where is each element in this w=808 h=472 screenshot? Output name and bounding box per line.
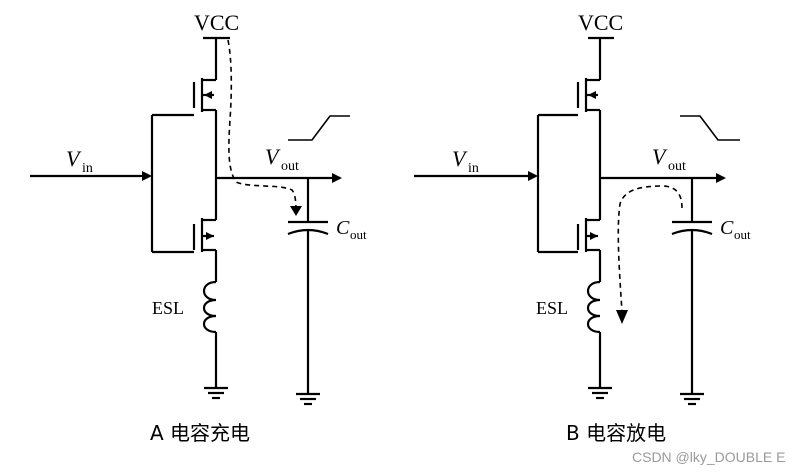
- vin-label-sub: in: [82, 161, 93, 176]
- watermark: CSDN @lky_DOUBLE E: [632, 449, 785, 465]
- cout-label-sub: out: [734, 227, 751, 242]
- nmos-transistor: [192, 178, 218, 282]
- vcc-label: VCC: [578, 10, 623, 35]
- rising-edge-waveform: [288, 115, 350, 141]
- ground-symbol-cap: [680, 392, 704, 406]
- pmos-transistor: [192, 78, 218, 178]
- ground-symbol-cap: [296, 392, 320, 406]
- vcc-label: VCC: [194, 10, 239, 35]
- ground-symbol-left: [204, 386, 228, 400]
- vin-label: V: [452, 146, 468, 171]
- circuit-b: VCC V in V out: [414, 10, 751, 445]
- pmos-transistor: [576, 78, 602, 178]
- charging-current-path: [227, 39, 297, 213]
- ground-symbol-left: [588, 386, 612, 400]
- falling-edge-waveform: [680, 115, 740, 141]
- vout-label: V: [265, 144, 281, 169]
- charging-current-arrowhead: [290, 206, 302, 216]
- circuit-a: VCC V in V out: [30, 10, 367, 445]
- discharging-current-path: [617, 185, 683, 313]
- discharging-current-arrowhead: [616, 310, 628, 324]
- esl-inductor: [586, 280, 601, 334]
- esl-inductor: [202, 280, 217, 334]
- vin-label: V: [66, 146, 82, 171]
- vin-label-sub: in: [468, 161, 479, 176]
- cout-label: C: [336, 217, 350, 239]
- nmos-transistor: [576, 178, 602, 282]
- caption-a: A 电容充电: [150, 421, 250, 445]
- cout-label: C: [720, 217, 734, 239]
- esl-label: ESL: [536, 298, 568, 318]
- vout-label-sub: out: [668, 159, 686, 174]
- cout-label-sub: out: [350, 227, 367, 242]
- caption-b: B 电容放电: [566, 421, 666, 445]
- vout-label-sub: out: [281, 159, 299, 174]
- vout-label: V: [652, 144, 668, 169]
- esl-label: ESL: [152, 298, 184, 318]
